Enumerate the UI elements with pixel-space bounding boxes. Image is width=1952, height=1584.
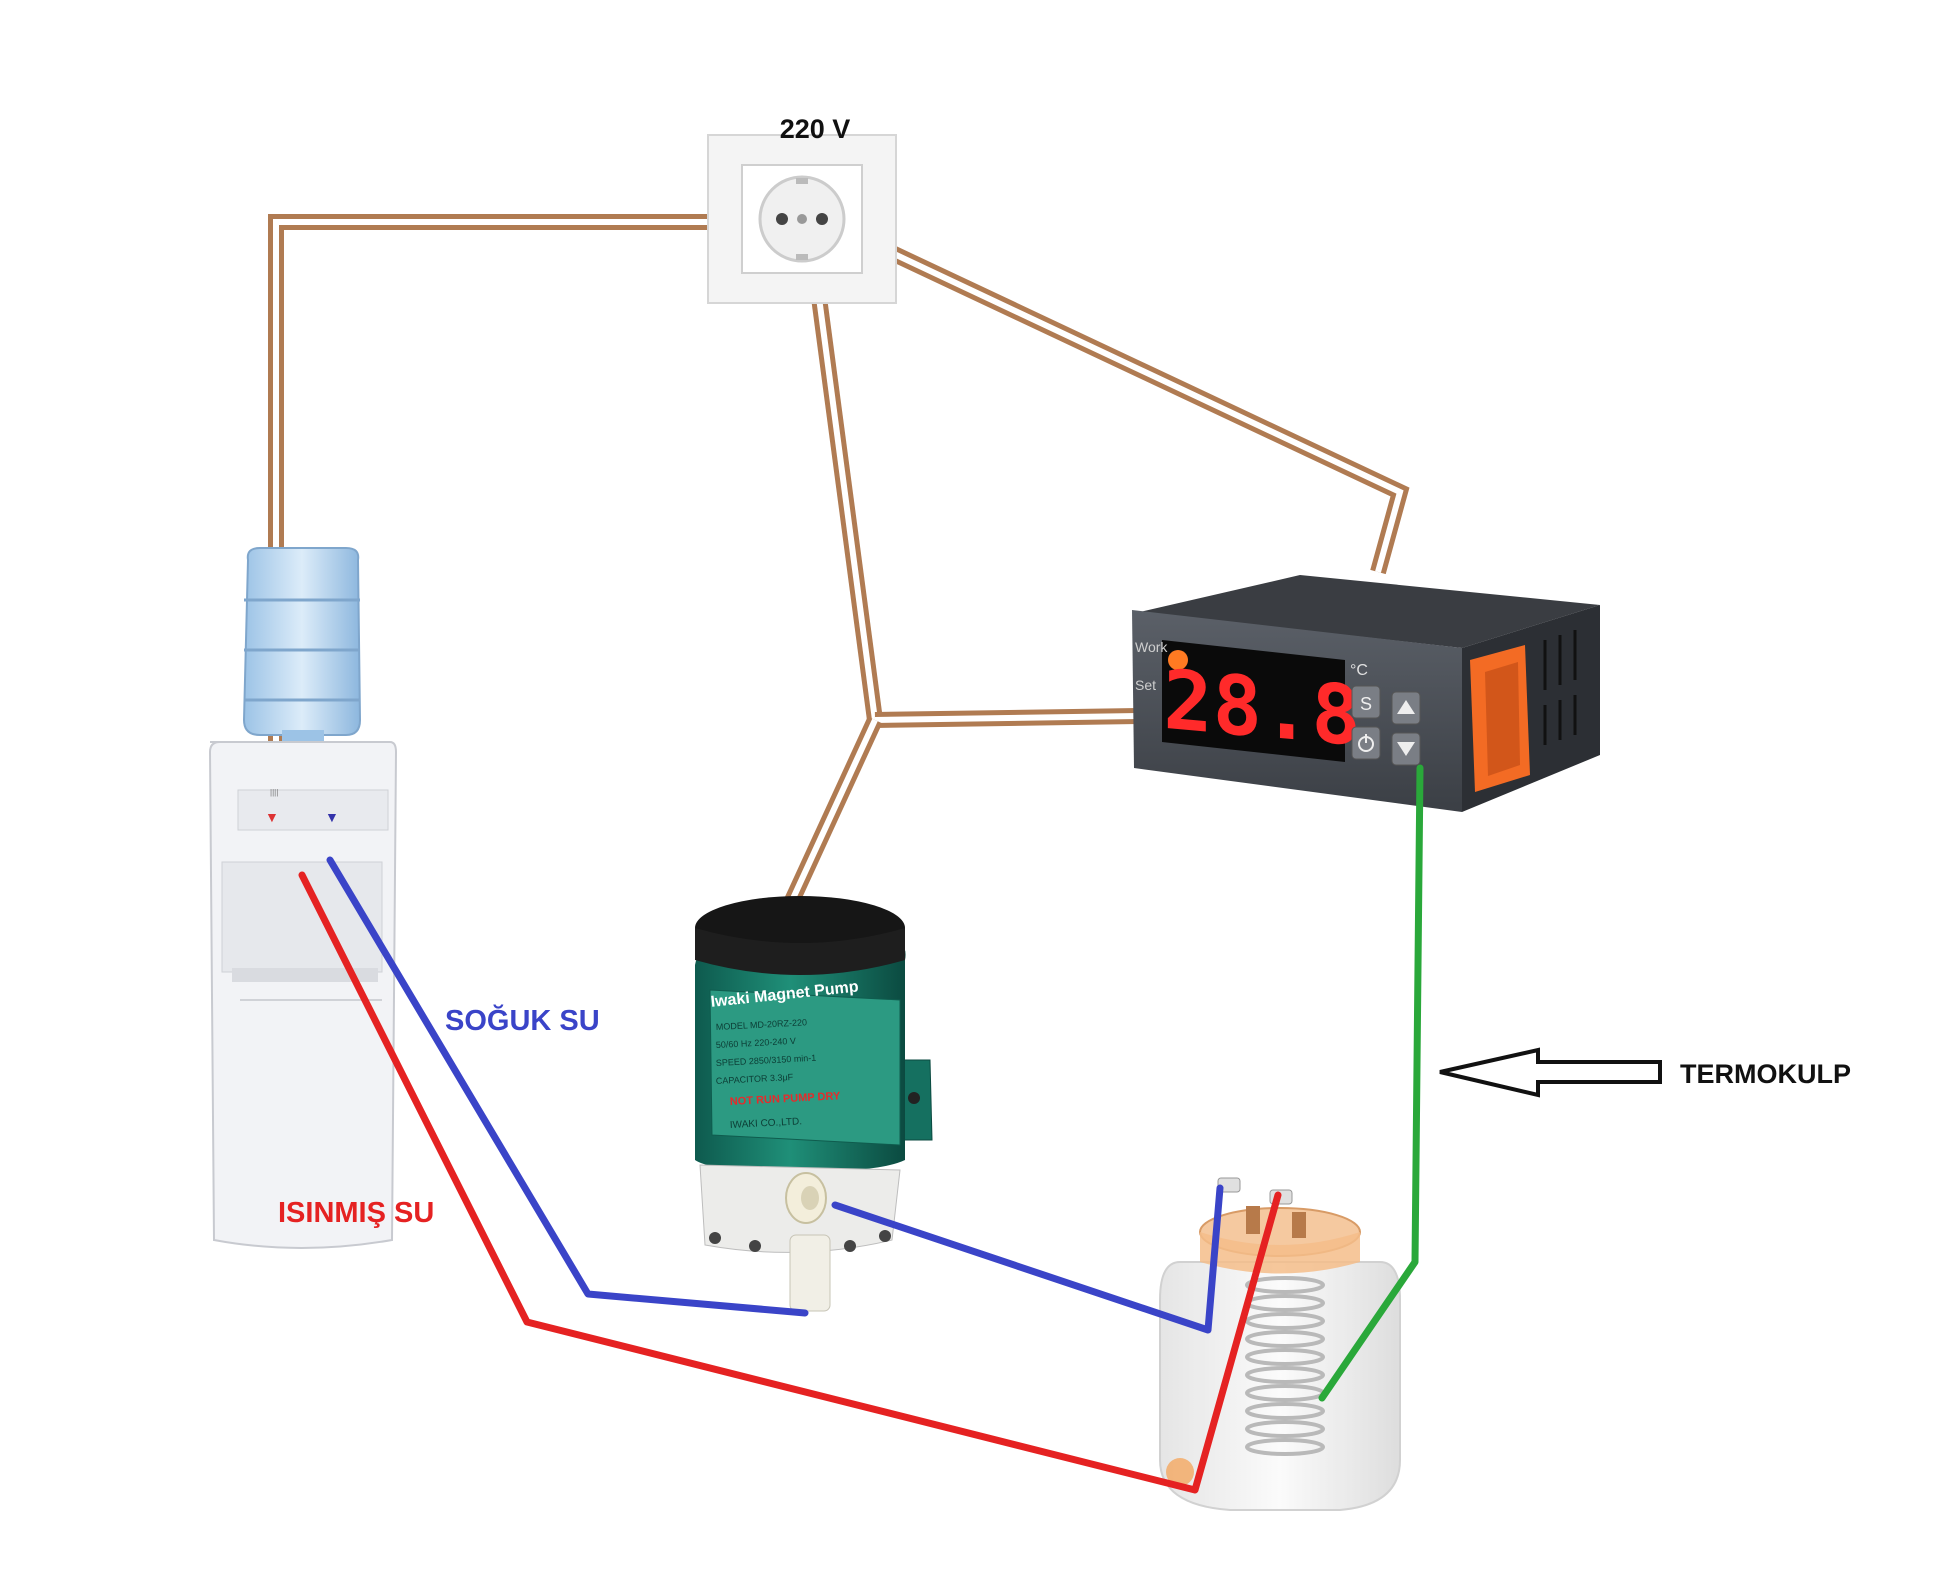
svg-text:CAPACITOR 3.3μF: CAPACITOR 3.3μF [716, 1072, 794, 1086]
svg-text:▼: ▼ [325, 809, 339, 825]
temperature-display: 28.8 [1163, 653, 1360, 765]
water-dispenser: |||| ▼ ▼ [208, 547, 398, 1249]
cooling-coil [1245, 1276, 1325, 1456]
svg-text:50/60 Hz 220-240 V: 50/60 Hz 220-240 V [716, 1036, 796, 1050]
voltage-label: 220 V [780, 114, 851, 144]
work-led [1168, 650, 1188, 670]
cold-water-pipe-to-jar [831, 1184, 1224, 1334]
thermocouple-arrow [1439, 1047, 1662, 1098]
up-button[interactable] [1391, 691, 1421, 725]
warm-water-pipe [298, 871, 1282, 1494]
thermocouple-label: TERMOKULP [1680, 1059, 1851, 1089]
power-button[interactable] [1351, 726, 1381, 760]
magnet-pump: Iwaki Magnet Pump MODEL MD-20RZ-220 50/6… [695, 896, 933, 1312]
svg-text:▼: ▼ [265, 809, 279, 825]
wire-junction-to-pump [782, 716, 883, 909]
power-wires [268, 214, 1410, 909]
set-label: Set [1135, 677, 1156, 693]
wire-socket-to-junction [810, 288, 883, 722]
s-button[interactable]: S [1351, 685, 1381, 719]
svg-text:S: S [1360, 694, 1372, 714]
water-pipes [298, 764, 1424, 1494]
unit-label: °C [1350, 662, 1368, 679]
temperature-controller: Work Set 28.8 °C S [1132, 575, 1600, 812]
svg-text:MODEL MD-20RZ-220: MODEL MD-20RZ-220 [716, 1017, 808, 1032]
pump-maker: IWAKI CO.,LTD. [730, 1116, 803, 1131]
work-label: Work [1135, 639, 1168, 655]
cold-water-label: SOĞUK SU [445, 1003, 600, 1037]
wall-socket [707, 134, 897, 304]
wire-socket-to-controller [886, 244, 1410, 575]
cold-water-pipe-to-pump [326, 856, 809, 1317]
water-bottle [242, 547, 362, 744]
down-button[interactable] [1391, 732, 1421, 766]
pump-warning: NOT RUN PUMP DRY [730, 1090, 842, 1108]
thermocouple-wire [1318, 764, 1424, 1402]
warm-water-label: ISINMIŞ SU [278, 1197, 434, 1229]
svg-text:||||: |||| [270, 788, 278, 797]
wire-junction-to-controller [874, 708, 1139, 728]
coil-jar [1159, 1177, 1401, 1511]
